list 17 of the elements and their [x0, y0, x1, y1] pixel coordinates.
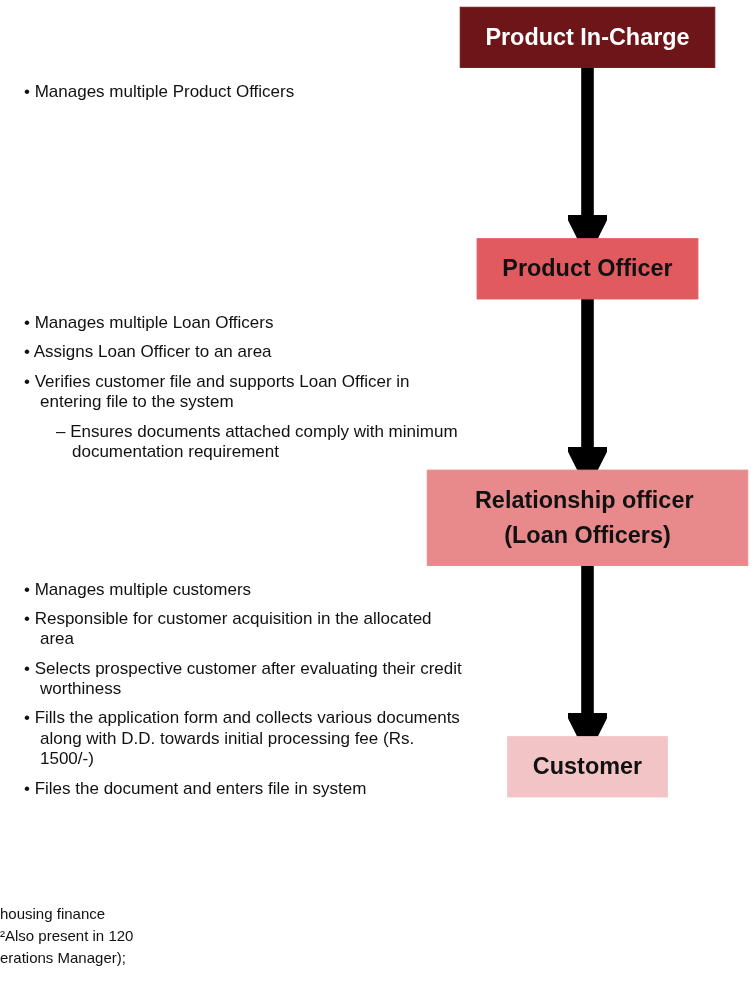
bullet-point: • Manages multiple Product Officers: [24, 81, 296, 102]
node-box: Relationship officer (Loan Officers): [426, 469, 749, 566]
bullet-point: • Manages multiple Loan Officers: [24, 312, 275, 334]
bullet-point: • Selects prospective customer after evaluating their credit worthiness: [24, 658, 463, 700]
node-box: Product Officer: [476, 238, 699, 300]
node-box: Product In-Charge: [459, 6, 716, 68]
bullet-point: • Assigns Loan Officer to an area: [24, 342, 273, 363]
node-box: Customer: [507, 736, 668, 798]
bullet-point: • Responsible for customer acquisition in the allocated area: [24, 608, 433, 650]
bullet-point: • Verifies customer file and supports Loan Officer in entering file to the system: [24, 371, 411, 413]
bullet-point: • Fills the application form and collects various documents along with D.D. towards initial processing fee (Rs. 1500/-): [24, 708, 461, 770]
footnote: erations Manager);: [0, 949, 127, 967]
bullet-point: – Ensures documents attached comply with minimum documentation requirement: [56, 421, 459, 463]
footnote: housing finance: [0, 905, 107, 923]
bullet-point: • Files the document and enters file in system: [24, 778, 368, 800]
bullet-point: • Manages multiple customers: [24, 579, 253, 600]
footnote: ²Also present in 120: [0, 927, 134, 945]
